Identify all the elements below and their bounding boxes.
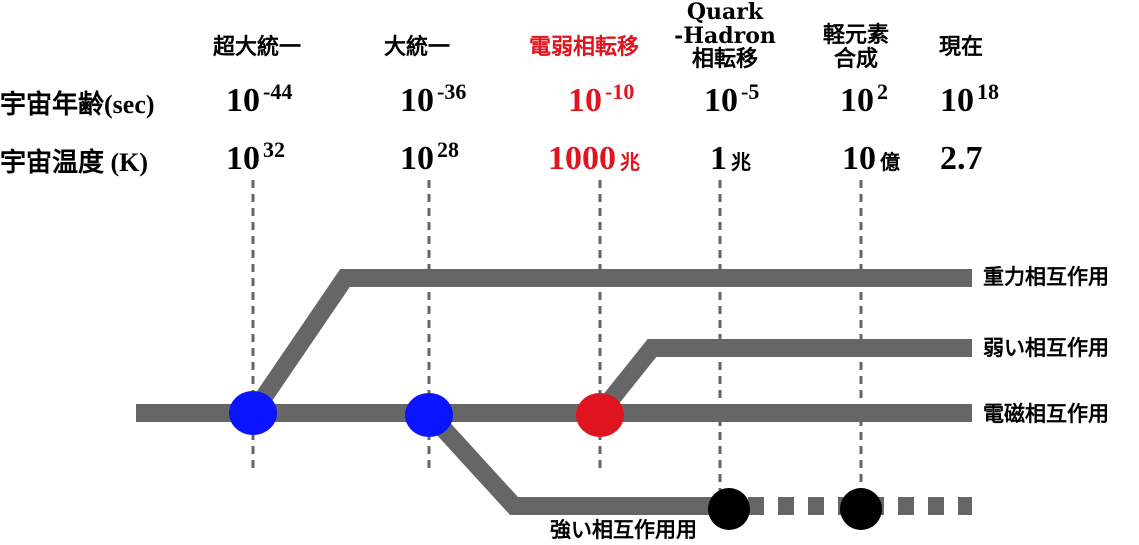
node-gut-super xyxy=(229,391,277,435)
row-label-age-text: 宇宙年齢 xyxy=(0,90,105,120)
force-label-strong: 強い相互作用用 xyxy=(550,518,697,542)
age-value-gut: 10-36 xyxy=(400,79,467,119)
era-label-electroweak: 電弱相転移 xyxy=(528,35,639,60)
row-label-temperature: 宇宙温度 (K) xyxy=(0,142,148,179)
era-label-nucleosynthesis-line1: 軽元素 xyxy=(822,23,889,48)
row-label-age-unit: (sec) xyxy=(104,90,155,119)
temp-value-present: 2.7 xyxy=(940,140,983,177)
era-label-quark-hadron-line1: Quark xyxy=(686,0,764,25)
temp-unit: 億 xyxy=(880,150,900,174)
node-nucleosynthesis xyxy=(840,488,882,530)
era-label-present: 現在 xyxy=(938,35,983,60)
era-label-nucleosynthesis-line2: 合成 xyxy=(833,47,878,72)
era-label-nucleosynthesis: 軽元素 合成 xyxy=(808,24,904,72)
era-label-gut: 大統一 xyxy=(383,35,450,60)
node-electroweak xyxy=(576,393,624,437)
era-label-quark-hadron-line3: 相転移 xyxy=(691,47,758,72)
era-label-gut-super: 超大統一 xyxy=(212,35,301,60)
age-exponent: -5 xyxy=(741,79,760,104)
force-lines xyxy=(136,269,972,515)
force-label-electromagnetic: 電磁相互作用 xyxy=(983,402,1109,426)
era-label-quark-hadron: Quark -Hadron 相転移 xyxy=(670,0,780,72)
temp-exponent: 28 xyxy=(437,137,459,162)
force-label-weak: 弱い相互作用 xyxy=(983,336,1109,360)
age-value-electroweak: 10-10 xyxy=(568,79,635,119)
node-quark-hadron xyxy=(708,488,750,530)
temp-unit: 兆 xyxy=(731,150,751,174)
age-exponent: -44 xyxy=(263,79,293,104)
row-label-temp-text: 宇宙温度 xyxy=(0,148,105,178)
gravity-line xyxy=(245,269,972,419)
row-label-temp-unit: (K) xyxy=(104,148,149,177)
row-label-age: 宇宙年齢(sec) xyxy=(0,84,155,121)
age-exponent: 18 xyxy=(977,79,999,104)
age-exponent: -10 xyxy=(605,79,635,104)
temp-exponent: 32 xyxy=(263,137,285,162)
node-gut xyxy=(405,393,453,437)
weak-line xyxy=(592,339,972,419)
temp-unit: 兆 xyxy=(620,150,640,174)
age-exponent: -36 xyxy=(437,79,467,104)
force-label-gravity: 重力相互作用 xyxy=(983,265,1109,289)
strong-line xyxy=(422,406,728,515)
age-value-gut-super: 10-44 xyxy=(226,79,293,119)
age-value-quark-hadron: 10-5 xyxy=(704,79,760,119)
age-exponent: 2 xyxy=(877,79,888,104)
era-label-quark-hadron-line2: -Hadron xyxy=(674,23,776,49)
